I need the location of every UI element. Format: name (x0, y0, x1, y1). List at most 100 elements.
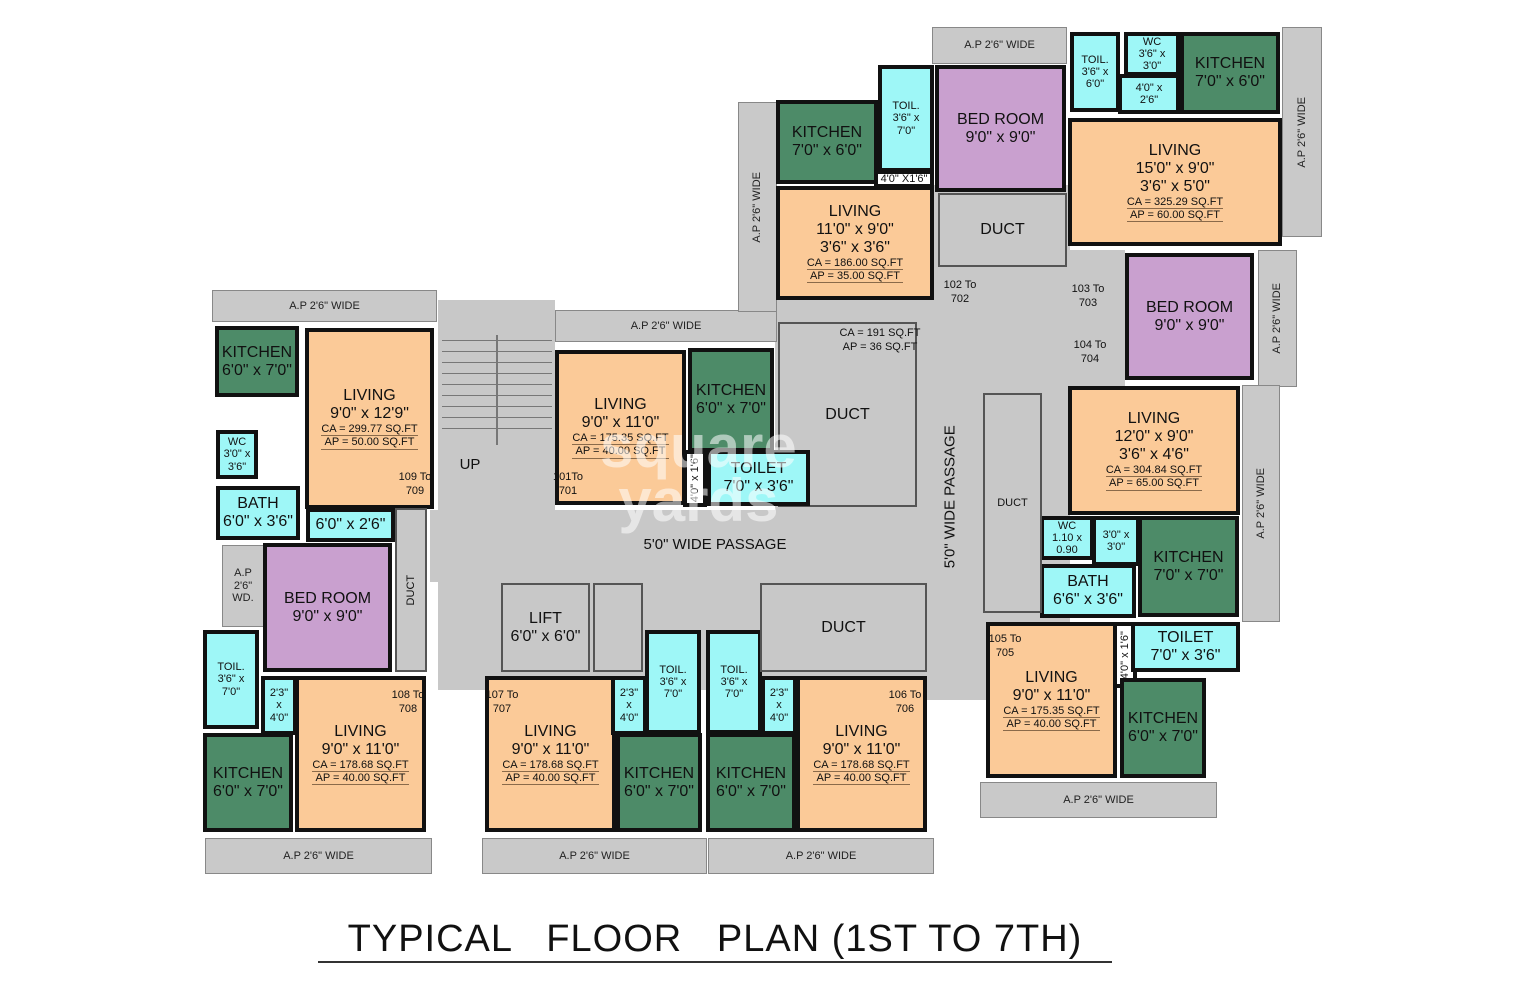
ap-strip-label: A.P 2'6" WIDE (1295, 96, 1308, 168)
living-room: LIVING 12'0" x 9'0" 3'6" x 4'6"CA = 304.… (1068, 386, 1240, 515)
wet-room: TOIL. 3'6" x 7'0" (878, 65, 934, 172)
kitchen-room: KITCHEN 7'0" x 6'0" (776, 100, 878, 184)
wet-room: TOIL. 3'6" x 7'0" (203, 630, 259, 729)
kitchen-room: KITCHEN 7'0" x 7'0" (1138, 516, 1239, 617)
room-label: KITCHEN 6'0" x 7'0" (221, 343, 293, 379)
ap-strip-label: A.P 2'6" WIDE (559, 849, 630, 862)
room-label: 2'3" x 4'0" (769, 687, 789, 724)
room-label-group: BED ROOM 9'0" x 9'0" (284, 590, 371, 626)
room-label: LIVING 11'0" x 9'0" 3'6" x 3'6" (816, 202, 894, 256)
wet-room: 2'3" x 4'0" (261, 676, 297, 735)
room-label-group: TOIL. 3'6" x 7'0" (892, 100, 919, 137)
ap-strip: A.P 2'6" WIDE (1282, 27, 1322, 237)
room-label: 6'0" x 2'6" (315, 516, 386, 534)
wet-room: 4'0" x 2'6" (1118, 74, 1180, 114)
plan-label: 103 To 703 (1071, 283, 1105, 310)
bedroom-room: BED ROOM 9'0" x 9'0" (935, 65, 1066, 192)
room-label-group: KITCHEN 6'0" x 7'0" (716, 765, 786, 801)
room-label: DUCT (980, 221, 1025, 239)
room-label-group: WC 1.10 x 0.90 (1052, 520, 1082, 557)
wet-room: 3'0" x 3'0" (1092, 516, 1140, 566)
room-label-group: KITCHEN 6'0" x 7'0" (213, 765, 283, 801)
room-label: KITCHEN 6'0" x 7'0" (212, 764, 284, 800)
room-label-group: DUCT (821, 619, 865, 637)
area-ca: CA = 175.35 SQ.FT (1003, 704, 1100, 718)
room-label-group: KITCHEN 7'0" x 6'0" (1195, 55, 1265, 91)
room-label: LIVING 9'0" x 11'0" (1012, 668, 1091, 704)
plan-label: 102 To 702 (943, 279, 977, 306)
room-label-group: KITCHEN 6'0" x 7'0" (696, 382, 766, 418)
bedroom-room: BED ROOM 9'0" x 9'0" (263, 543, 392, 672)
wet-room: 2'3" x 4'0" (611, 676, 647, 735)
bedroom-room: BED ROOM 9'0" x 9'0" (1125, 253, 1254, 380)
room-label: LIVING 9'0" x 11'0" (581, 396, 660, 432)
ap-strip: A.P 2'6" WIDE (555, 310, 777, 342)
room-label: TOILET 7'0" x 3'6" (723, 460, 794, 495)
room-label-group: LIVING 15'0" x 9'0" 3'6" x 5'0"CA = 325.… (1126, 141, 1224, 223)
room-label-group: KITCHEN 6'0" x 7'0" (1128, 710, 1198, 746)
room-label: 3'0" x 3'0" (1102, 528, 1130, 553)
room-label-group: TOIL. 3'6" x 7'0" (659, 664, 686, 701)
wet-room: BATH 6'6" x 3'6" (1040, 564, 1136, 618)
plan-label: UP (459, 456, 481, 473)
kitchen-room: KITCHEN 6'0" x 7'0" (616, 733, 702, 832)
room-label: LIVING 15'0" x 9'0" 3'6" x 5'0" (1135, 141, 1215, 195)
room-label-group: 4'0" X1'6" (881, 173, 928, 185)
wet-room: WC 3'0" x 3'6" (216, 430, 258, 479)
room-label: DUCT (821, 618, 866, 636)
kitchen-room: KITCHEN 6'0" x 7'0" (203, 733, 293, 832)
duct-room: DUCT (983, 393, 1042, 613)
ap-strip-label: A.P 2'6" WIDE (289, 299, 360, 312)
room-label-group: 6'0" x 2'6" (316, 516, 386, 534)
room-label: 4'0" x 1'6" (1118, 630, 1131, 680)
plan-title: TYPICAL FLOOR PLAN (1ST TO 7TH) (318, 918, 1112, 963)
room-label: KITCHEN 6'0" x 7'0" (1127, 710, 1199, 745)
room-label: DUCT (825, 405, 870, 423)
living-room: LIVING 11'0" x 9'0" 3'6" x 3'6"CA = 186.… (776, 186, 934, 300)
room-label: 4'0" x 2'6" (1135, 81, 1163, 106)
room-label: 4'0" X1'6" (880, 172, 928, 185)
area-ap: AP = 40.00 SQ.FT (502, 772, 599, 786)
wet-room: WC 1.10 x 0.90 (1040, 516, 1094, 560)
room-label: DUCT (404, 574, 417, 606)
wet-room: WC 3'6" x 3'0" (1124, 32, 1180, 76)
room-label-group: 4'0" x 2'6" (1136, 82, 1163, 107)
room-label: BED ROOM 9'0" x 9'0" (1145, 298, 1234, 334)
room-label-group: DUCT (997, 497, 1028, 509)
duct-room: LIFT 6'0" x 6'0" (501, 583, 590, 672)
room-label: BED ROOM 9'0" x 9'0" (283, 589, 372, 625)
area-ca: CA = 178.68 SQ.FT (312, 758, 409, 772)
duct-room: DUCT (778, 322, 917, 507)
ap-strip: A.P 2'6" WIDE (932, 27, 1067, 64)
kitchen-room: KITCHEN 6'0" x 7'0" (688, 348, 774, 452)
room-label-group: DUCT (825, 406, 869, 424)
room-label: LIVING 12'0" x 9'0" 3'6" x 4'6" (1114, 410, 1194, 464)
wet-room: TOIL. 3'6" x 6'0" (1070, 32, 1120, 112)
room-label: BED ROOM 9'0" x 9'0" (956, 110, 1045, 146)
room-label: KITCHEN 6'0" x 7'0" (623, 764, 695, 800)
duct-room: DUCT (938, 193, 1067, 267)
ap-strip: A.P 2'6" WIDE (482, 838, 707, 874)
ap-strip-label: A.P 2'6" WD. (232, 567, 254, 605)
kitchen-room: KITCHEN 7'0" x 6'0" (1180, 32, 1280, 114)
room-label-group: TOILET 7'0" x 3'6" (724, 460, 794, 496)
room-label: 2'3" x 4'0" (269, 687, 289, 724)
room-label: BATH 6'0" x 3'6" (223, 495, 293, 530)
room-label-group: KITCHEN 6'0" x 7'0" (624, 765, 694, 801)
room-label: 4'0" x 1'6" (688, 454, 701, 503)
ap-strip: A.P 2'6" WIDE (1258, 250, 1297, 387)
room-label: DUCT (997, 496, 1028, 509)
plan-label: 108 To 708 (391, 689, 425, 716)
room-label-group: BATH 6'0" x 3'6" (223, 495, 293, 531)
room-label-group: TOIL. 3'6" x 6'0" (1081, 54, 1108, 91)
room-label-group: DUCT (980, 221, 1024, 239)
area-ap: AP = 40.00 SQ.FT (813, 772, 910, 786)
room-label-group: 2'3" x 4'0" (270, 687, 288, 724)
plan-label: 104 To 704 (1073, 339, 1107, 366)
room-label-group: TOILET 7'0" x 3'6" (1151, 629, 1221, 665)
